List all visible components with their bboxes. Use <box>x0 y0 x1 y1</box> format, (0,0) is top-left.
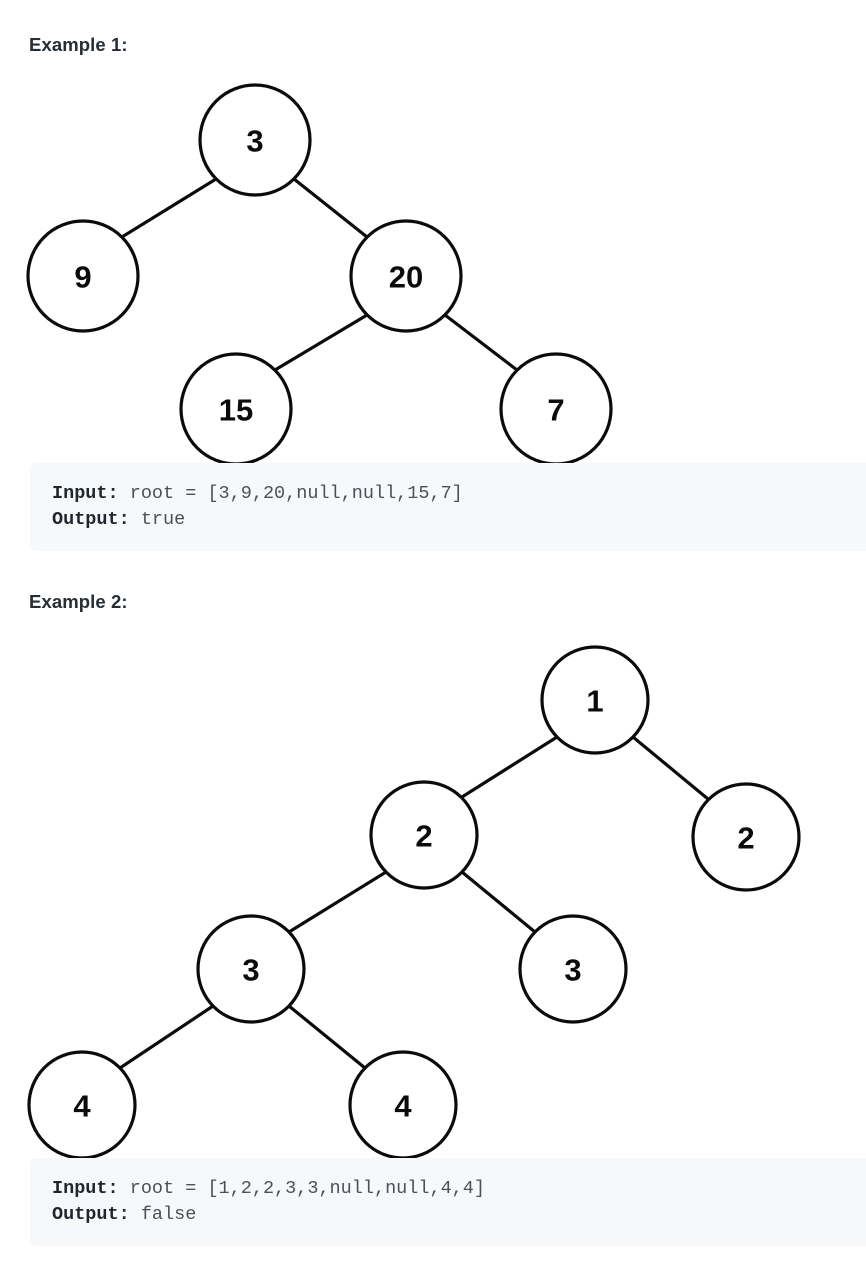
node-circle <box>540 645 650 755</box>
edge-3-to-20 <box>292 177 369 239</box>
output-label: Output: <box>52 1204 130 1225</box>
edge-1-to-2-left <box>460 735 559 799</box>
tree-node-4-left: 4 <box>27 1050 137 1160</box>
code-line-input: Input: root = [3,9,20,null,null,15,7] <box>52 481 866 507</box>
node-circle <box>196 914 306 1024</box>
edge-3-to-9 <box>120 177 218 239</box>
example-1-tree-diagram: 3 9 20 15 7 <box>0 78 866 468</box>
input-label: Input: <box>52 483 119 504</box>
edge-2-to-3-left <box>287 870 388 934</box>
input-value: root = [1,2,2,3,3,null,null,4,4] <box>118 1178 485 1199</box>
tree-2-nodes: 1 2 2 3 3 <box>27 645 801 1160</box>
node-label: 7 <box>547 393 564 428</box>
tree-node-3-right: 3 <box>518 914 628 1024</box>
input-label: Input: <box>52 1178 119 1199</box>
tree-1-edges <box>120 177 519 372</box>
node-label: 4 <box>73 1089 91 1124</box>
tree-node-3: 3 <box>198 83 312 197</box>
edge-3-to-4-left <box>118 1004 215 1070</box>
code-line-output: Output: true <box>52 507 866 533</box>
output-value: false <box>129 1204 197 1225</box>
example-2-tree-diagram: 1 2 2 3 3 <box>0 636 866 1166</box>
node-circle <box>518 914 628 1024</box>
node-circle <box>198 83 312 197</box>
edge-3-to-4-right <box>287 1004 367 1070</box>
code-line-input: Input: root = [1,2,2,3,3,null,null,4,4] <box>52 1176 866 1202</box>
binary-tree-svg-1: 3 9 20 15 7 <box>26 83 613 466</box>
tree-node-2-right: 2 <box>691 782 801 892</box>
node-label: 3 <box>242 953 259 988</box>
edge-20-to-7 <box>443 313 519 372</box>
node-circle <box>26 219 140 333</box>
tree-node-15: 15 <box>179 352 293 466</box>
node-label: 4 <box>394 1089 412 1124</box>
node-label: 9 <box>74 260 91 295</box>
tree-node-3-left: 3 <box>196 914 306 1024</box>
node-label: 3 <box>564 953 581 988</box>
node-label: 2 <box>737 821 754 856</box>
example-2-heading: Example 2: <box>29 591 128 612</box>
tree-node-7: 7 <box>499 352 613 466</box>
edge-20-to-15 <box>273 313 369 372</box>
edge-1-to-2-right <box>631 735 710 801</box>
node-circle <box>691 782 801 892</box>
output-label: Output: <box>52 509 130 530</box>
code-line-output: Output: false <box>52 1202 866 1228</box>
tree-2-edges <box>118 735 710 1070</box>
node-circle <box>349 219 463 333</box>
node-label: 20 <box>389 260 423 295</box>
node-circle <box>369 780 479 890</box>
example-1-heading: Example 1: <box>29 34 128 55</box>
tree-node-1: 1 <box>540 645 650 755</box>
binary-tree-svg-2: 1 2 2 3 3 <box>27 645 801 1160</box>
node-label: 3 <box>246 124 263 159</box>
output-value: true <box>129 509 186 530</box>
node-label: 1 <box>586 684 603 719</box>
example-1-code-block: Input: root = [3,9,20,null,null,15,7] Ou… <box>30 463 866 551</box>
tree-1-nodes: 3 9 20 15 7 <box>26 83 613 466</box>
input-value: root = [3,9,20,null,null,15,7] <box>118 483 463 504</box>
tree-node-9: 9 <box>26 219 140 333</box>
tree-node-4-right: 4 <box>348 1050 458 1160</box>
node-label: 2 <box>415 819 432 854</box>
tree-node-2-left: 2 <box>369 780 479 890</box>
tree-node-20: 20 <box>349 219 463 333</box>
example-2-code-block: Input: root = [1,2,2,3,3,null,null,4,4] … <box>30 1158 866 1246</box>
node-label: 15 <box>219 393 253 428</box>
edge-2-to-3-right <box>460 870 537 934</box>
